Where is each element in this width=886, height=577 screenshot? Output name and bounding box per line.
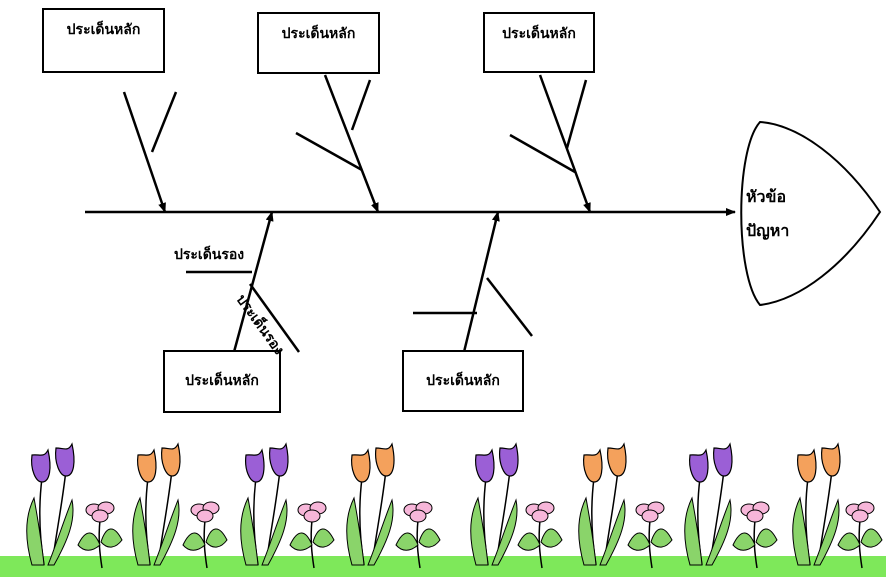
tulip-icon [132, 442, 181, 566]
main-bone-top-3 [538, 74, 592, 213]
pink-flower-icon [395, 501, 441, 569]
pink-flower-icon [837, 501, 883, 569]
pink-flower-icon [627, 501, 673, 569]
main-bone-top-2 [323, 74, 380, 213]
pink-flower-icon [289, 501, 335, 569]
sub-bone [295, 131, 363, 172]
tulip-icon [578, 442, 627, 566]
tulip-icon [684, 442, 733, 566]
sub-bone [486, 277, 533, 337]
main-cause-box: ประเด็นหลัก [163, 350, 281, 413]
main-cause-box: ประเด็นหลัก [483, 12, 595, 73]
sub-bone [350, 79, 372, 131]
main-cause-label: ประเด็นหลัก [502, 26, 576, 42]
main-bone-top-1 [122, 91, 167, 213]
grass-strip [0, 556, 886, 577]
tulip-icon [470, 442, 519, 566]
pink-flower-icon [182, 501, 228, 569]
sub-bone [248, 283, 301, 353]
sub-bone [509, 133, 576, 174]
problem-head-line2: ปัญหา [746, 221, 790, 240]
main-cause-label: ประเด็นหลัก [185, 373, 259, 389]
tulip-icon [26, 442, 75, 566]
pink-flower-icon [77, 501, 123, 569]
main-cause-label: ประเด็นหลัก [281, 26, 356, 42]
main-cause-box: ประเด็นหลัก [42, 8, 165, 73]
pink-flower-icon [732, 501, 778, 569]
sub-cause-label: ประเด็นรอง [174, 247, 245, 263]
tulip-icon [240, 442, 289, 566]
sub-bone [150, 91, 178, 153]
main-cause-box: ประเด็นหลัก [257, 12, 380, 74]
problem-head-shape [740, 120, 882, 307]
tulip-flower-border-icon [0, 442, 886, 577]
main-cause-label: ประเด็นหลัก [66, 22, 141, 38]
pink-flower-icon [517, 501, 563, 569]
main-cause-label: ประเด็นหลัก [426, 373, 500, 389]
tulip-icon [792, 442, 841, 566]
problem-head-label: หัวข้อ ปัญหา [746, 180, 789, 248]
main-cause-box: ประเด็นหลัก [402, 350, 524, 412]
tulip-icon [346, 442, 395, 566]
problem-head-line1: หัวข้อ [746, 187, 787, 206]
sub-bone [565, 79, 588, 149]
main-bone-bottom-2 [462, 211, 500, 353]
main-bone-bottom-1 [232, 211, 274, 353]
